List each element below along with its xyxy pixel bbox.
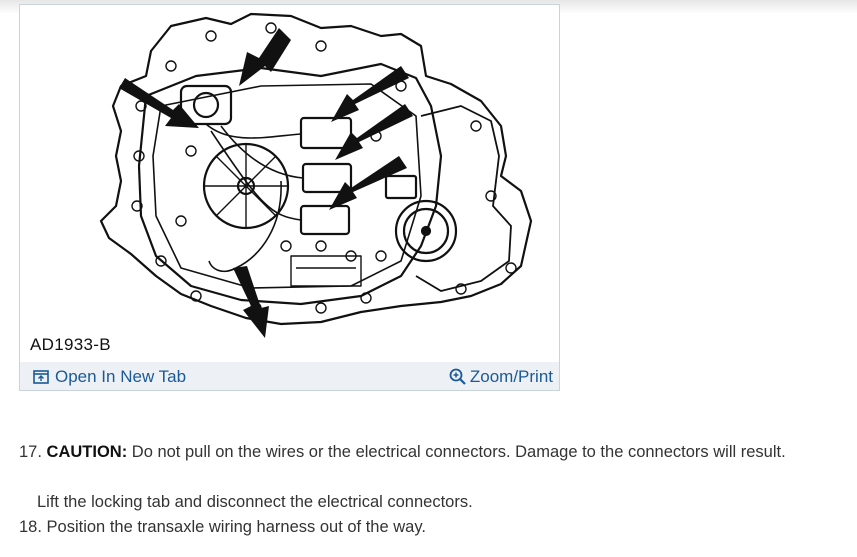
zoom-magnifier-icon	[449, 368, 466, 385]
step-17: 17. CAUTION: Do not pull on the wires or…	[19, 443, 786, 462]
figure-card: AD1933-B Open In New Tab Zoom/Print	[19, 4, 560, 391]
open-in-new-tab-label: Open In New Tab	[55, 367, 187, 386]
transaxle-valve-body-illustration[interactable]	[21, 6, 558, 361]
zoom-print-link[interactable]: Zoom/Print	[449, 367, 553, 387]
caution-label: CAUTION:	[46, 443, 128, 461]
step-number: 17.	[19, 443, 42, 461]
step-17-detail: Lift the locking tab and disconnect the …	[37, 493, 473, 511]
caution-text: Do not pull on the wires or the electric…	[131, 443, 786, 461]
figure-caption: AD1933-B	[30, 335, 111, 354]
zoom-print-label: Zoom/Print	[469, 367, 553, 386]
step-text: Position the transaxle wiring harness ou…	[46, 518, 426, 536]
step-number: 18.	[19, 518, 42, 536]
open-in-new-tab-link[interactable]: Open In New Tab	[33, 367, 186, 387]
step-18: 18. Position the transaxle wiring harnes…	[19, 518, 426, 537]
figure-footer: Open In New Tab Zoom/Print	[20, 362, 559, 390]
open-in-new-tab-icon	[33, 370, 49, 384]
